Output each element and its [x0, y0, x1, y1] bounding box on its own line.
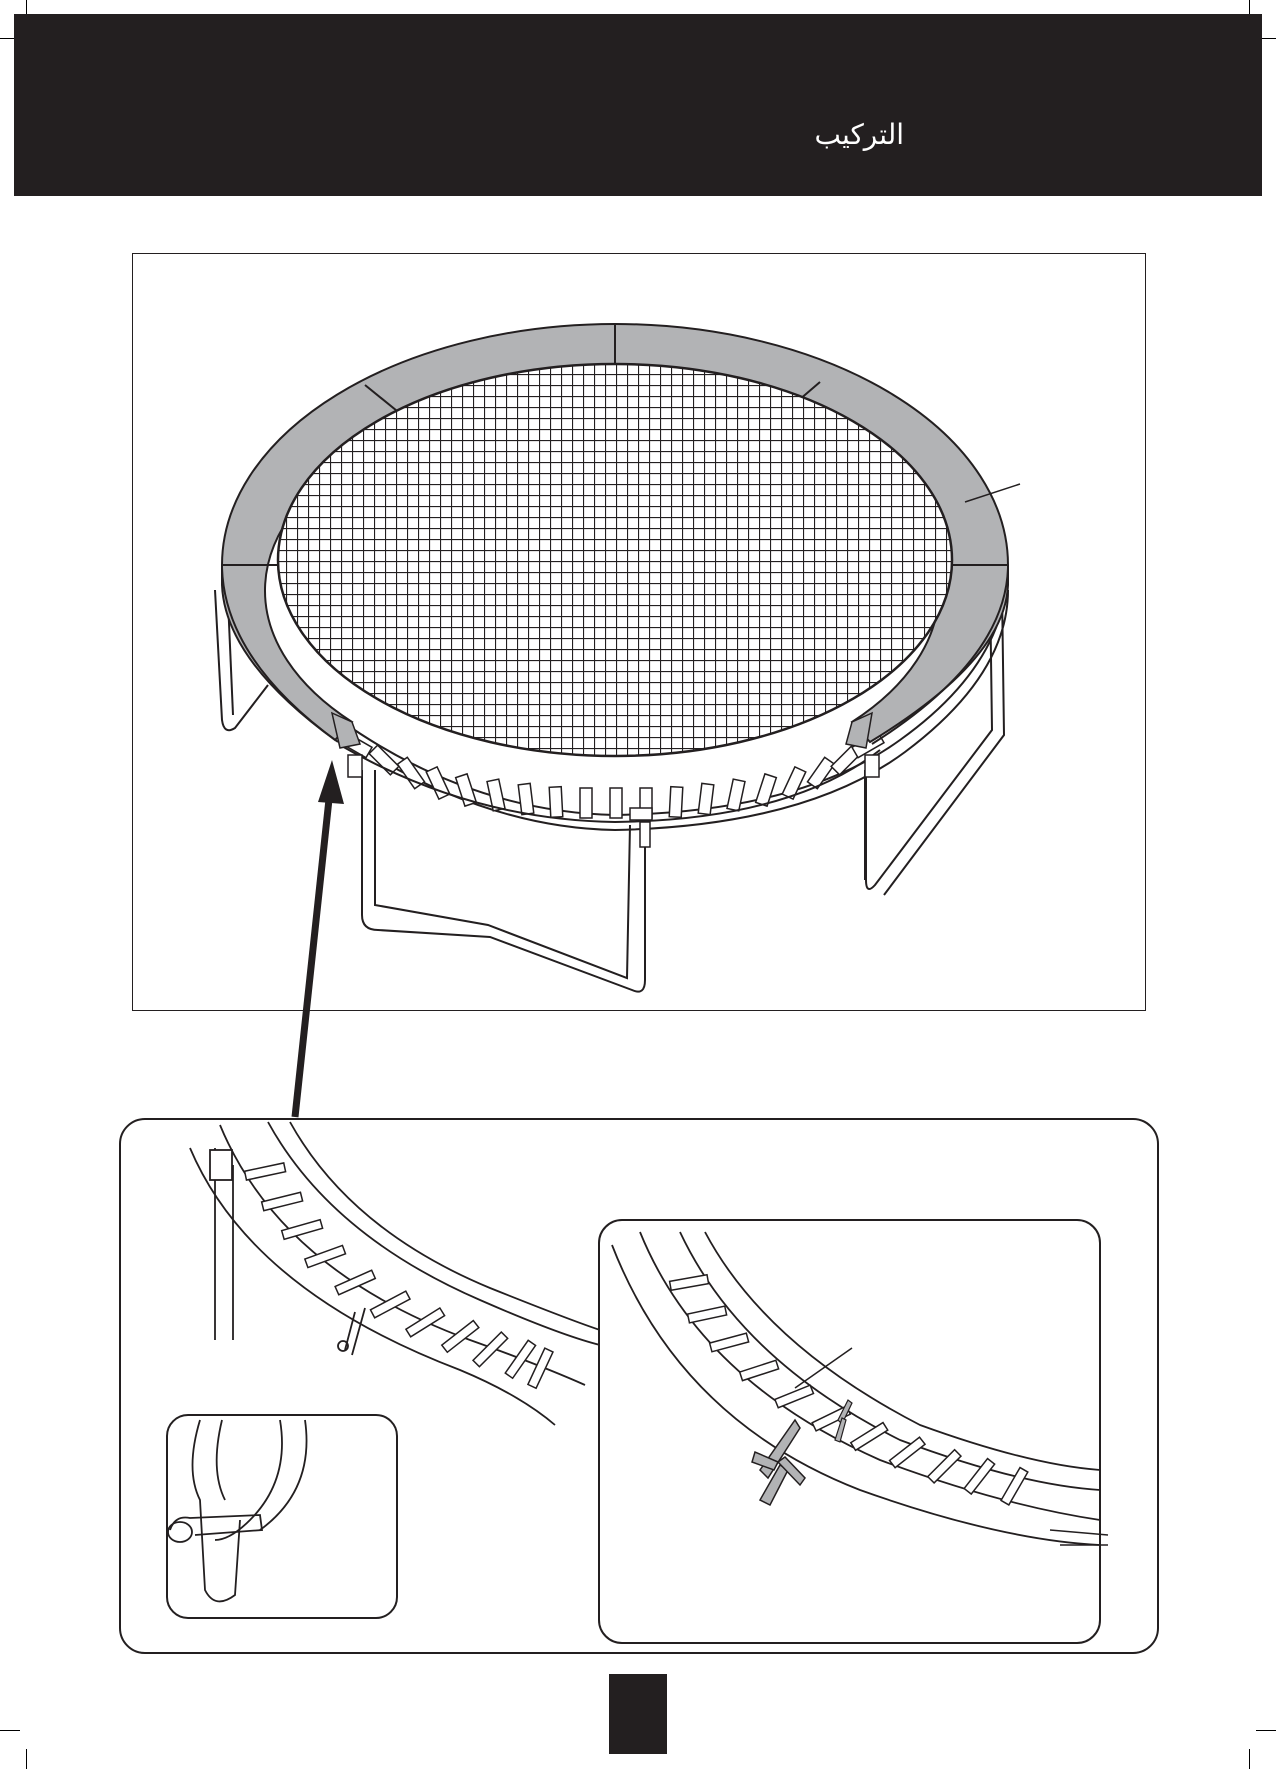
pad-tie-springs	[670, 1275, 1028, 1505]
tie-bow	[752, 1420, 805, 1505]
page-number-box	[609, 1674, 667, 1754]
